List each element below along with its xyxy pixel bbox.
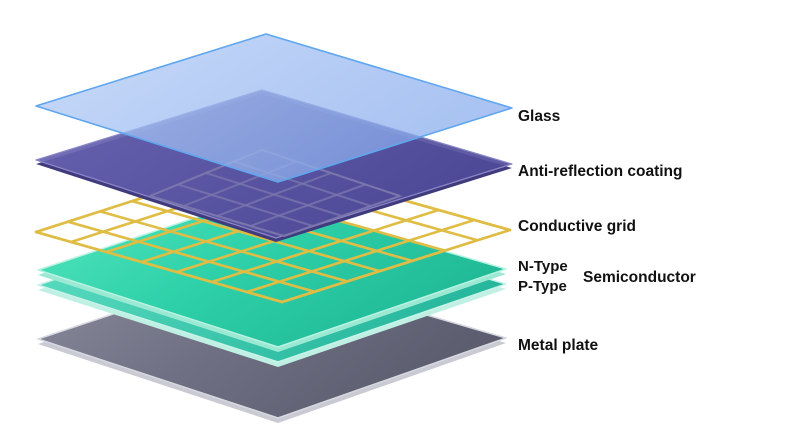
semiconductor-label: Semiconductor	[583, 269, 696, 286]
metal-plate-label: Metal plate	[518, 337, 598, 354]
conductive-grid-line	[66, 220, 316, 294]
glass-plate	[35, 33, 513, 183]
n-type-layer	[37, 196, 507, 352]
conductive-grid-line	[98, 210, 349, 283]
n-type-plate	[37, 196, 507, 348]
n-type-label: N-Type	[518, 258, 568, 275]
conductive-grid-line	[210, 208, 440, 284]
anti-reflection-grid-line	[250, 183, 366, 227]
conductive-grid-line	[130, 199, 382, 273]
conductive-grid-label: Conductive grid	[518, 218, 636, 235]
anti-reflection-coating-label: Anti-reflection coating	[518, 163, 682, 180]
anti-reflection-grid-line	[216, 172, 332, 217]
labels: Glass Anti-reflection coating Conductive…	[518, 108, 696, 354]
glass-label: Glass	[518, 108, 560, 125]
conductive-grid-line	[245, 218, 476, 294]
glass-layer	[35, 33, 513, 183]
p-type-label: P-Type	[518, 278, 567, 295]
